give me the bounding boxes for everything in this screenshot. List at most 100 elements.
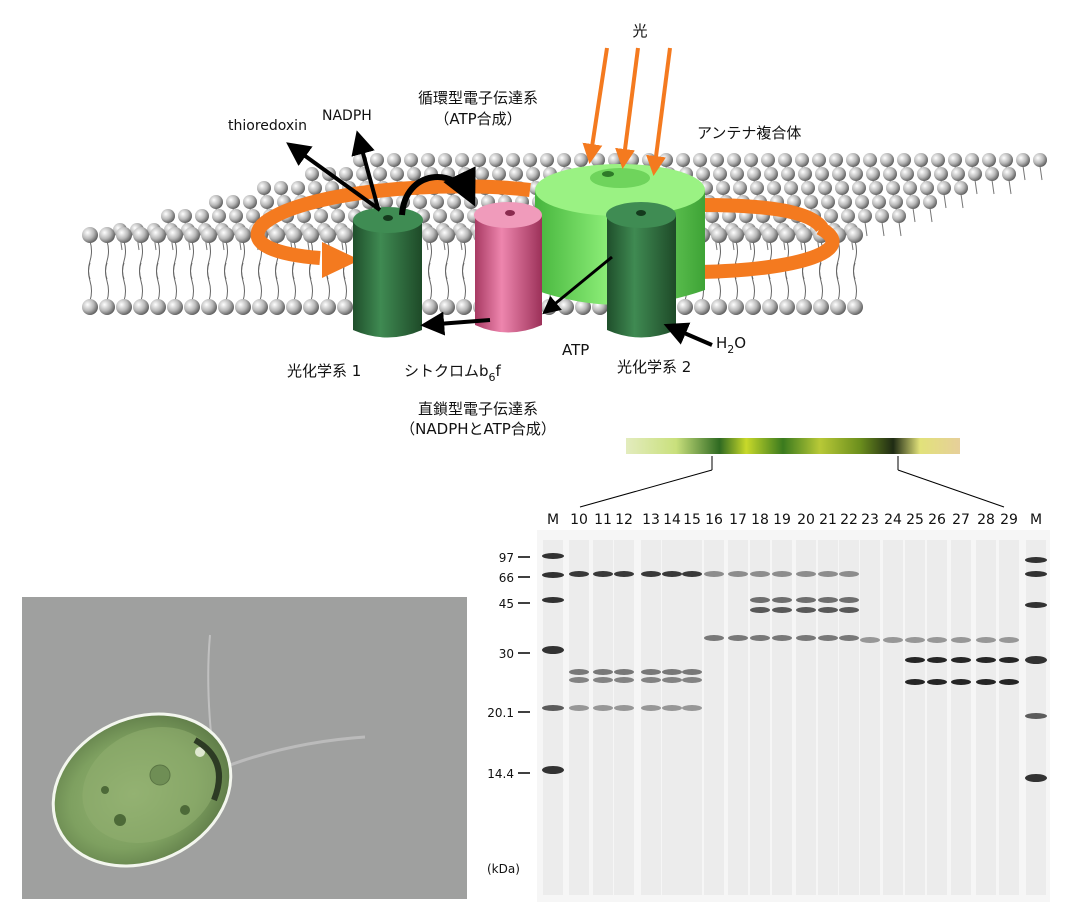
gel-lane: [662, 540, 682, 895]
protein-band: [839, 635, 859, 641]
marker-size-label: 20.1: [487, 706, 514, 720]
marker-band: [542, 705, 564, 711]
lane-label: 27: [952, 512, 970, 528]
gel-lane: [641, 540, 661, 895]
electron-transfer-arrows: [286, 130, 713, 347]
marker-band: [1025, 557, 1047, 563]
gel-lane: [569, 540, 589, 895]
protein-band: [569, 571, 589, 577]
protein-band: [951, 679, 971, 685]
protein-band: [614, 571, 634, 577]
marker-size-label: 66: [499, 571, 514, 585]
lane-label: 25: [906, 512, 924, 528]
antenna-label: アンテナ複合体: [697, 124, 801, 142]
protein-band: [883, 637, 903, 643]
protein-band: [927, 679, 947, 685]
lane-label: 29: [1000, 512, 1018, 528]
protein-band: [682, 705, 702, 711]
gel-lane: [905, 540, 925, 895]
cytb6f-label: シトクロムb6f: [404, 362, 502, 384]
atp-label: ATP: [562, 341, 589, 359]
gel-lane: [860, 540, 880, 895]
linear-label-line1: 直鎖型電子伝達系: [418, 400, 538, 418]
protein-band: [999, 679, 1019, 685]
protein-band: [860, 637, 880, 643]
lane-label: 28: [977, 512, 995, 528]
gel-lane: [976, 540, 996, 895]
protein-band: [905, 657, 925, 663]
gel-lane: [704, 540, 724, 895]
protein-band: [905, 637, 925, 643]
protein-band: [662, 571, 682, 577]
protein-band: [951, 657, 971, 663]
light-arrows: [582, 47, 672, 176]
gel-lane: [543, 540, 563, 895]
lane-label: M: [1030, 512, 1042, 528]
protein-band: [593, 705, 613, 711]
lane-label: 21: [819, 512, 837, 528]
nadph-label: NADPH: [322, 108, 372, 124]
protein-band: [641, 677, 661, 683]
kda-unit-label: (kDa): [487, 862, 520, 876]
protein-band: [999, 657, 1019, 663]
marker-size-label: 30: [499, 647, 514, 661]
protein-band: [818, 635, 838, 641]
cyclic-arrow-top-right: [699, 198, 828, 233]
protein-band: [682, 677, 702, 683]
protein-band: [682, 669, 702, 675]
protein-band: [796, 635, 816, 641]
lane-label: 20: [797, 512, 815, 528]
protein-band: [569, 669, 589, 675]
gel-lane: [951, 540, 971, 895]
linear-label-line2: （NADPHとATP合成）: [400, 420, 556, 438]
protein-band: [750, 571, 770, 577]
gel-lane: [682, 540, 702, 895]
protein-band: [728, 635, 748, 641]
marker-band: [542, 597, 564, 603]
lane-label: 23: [861, 512, 879, 528]
lane-label: 17: [729, 512, 747, 528]
protein-band: [818, 607, 838, 613]
protein-band: [976, 657, 996, 663]
lane-label: 16: [705, 512, 723, 528]
protein-band: [772, 607, 792, 613]
gel-lane: [927, 540, 947, 895]
marker-band: [1025, 713, 1047, 719]
protein-band: [976, 679, 996, 685]
protein-band: [818, 597, 838, 603]
marker-band: [1025, 571, 1047, 577]
lane-label: 12: [615, 512, 633, 528]
cyclic-label-line1: 循環型電子伝達系: [418, 89, 538, 107]
protein-band: [999, 637, 1019, 643]
protein-band: [772, 597, 792, 603]
cyclic-electron-flow-arrow: [699, 221, 840, 279]
orange-arrowhead-ps1: [322, 242, 360, 278]
lane-label: 24: [884, 512, 902, 528]
protein-band: [927, 657, 947, 663]
protein-band: [569, 677, 589, 683]
protein-band: [593, 669, 613, 675]
lane-label: 10: [570, 512, 588, 528]
marker-band: [1025, 602, 1047, 608]
protein-band: [593, 571, 613, 577]
marker-band: [542, 646, 564, 654]
protein-band: [662, 669, 682, 675]
gel-lane: [999, 540, 1019, 895]
lane-label: 22: [840, 512, 858, 528]
h2o-label: H2O: [716, 334, 746, 356]
marker-band: [542, 553, 564, 559]
marker-band: [1025, 656, 1047, 664]
ps2-label: 光化学系 2: [617, 358, 691, 376]
gel-lanes: [543, 540, 1046, 895]
photosystem-1: [353, 207, 423, 338]
gel-lane: [728, 540, 748, 895]
lane-label: M: [547, 512, 559, 528]
cyclic-label-line2: （ATP合成）: [434, 110, 521, 128]
protein-band: [614, 677, 634, 683]
cell-micrograph: [22, 597, 467, 899]
protein-band: [927, 637, 947, 643]
protein-band: [951, 637, 971, 643]
thioredoxin-label: thioredoxin: [228, 118, 307, 134]
